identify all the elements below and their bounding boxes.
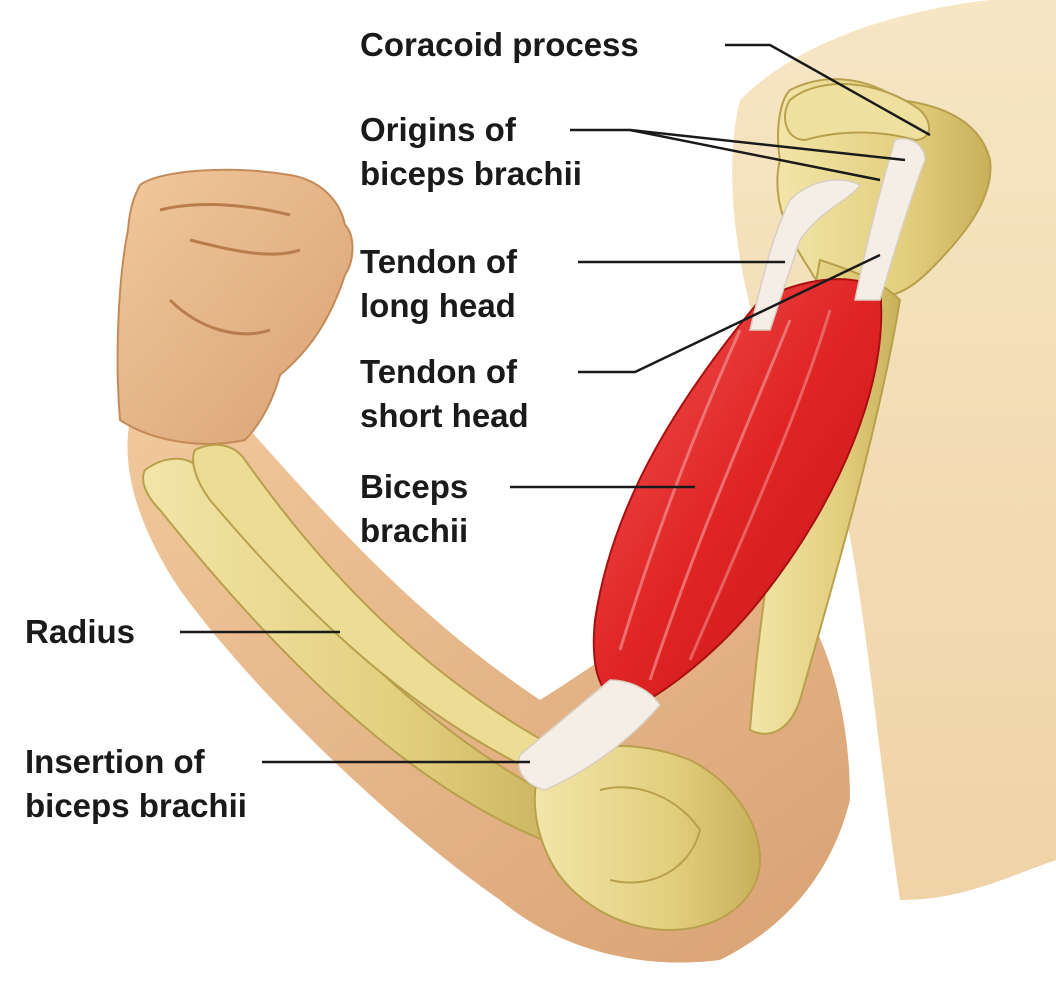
elbow-joint — [533, 745, 762, 932]
label-biceps-brachii: Biceps brachii — [360, 468, 469, 549]
label-tendon-long-head: Tendon of long head — [360, 243, 518, 324]
coracoid-bone — [784, 83, 930, 142]
label-insertion-biceps-brachii: Insertion of biceps brachii — [25, 743, 247, 824]
fist — [116, 168, 354, 445]
label-tendon-short-head: Tendon of short head — [360, 353, 529, 434]
label-radius: Radius — [25, 613, 136, 650]
label-coracoid-process: Coracoid process — [360, 26, 639, 63]
insertion-tendon — [518, 679, 661, 791]
label-origins-biceps-brachii: Origins of biceps brachii — [360, 111, 582, 192]
long-head-tendon — [749, 179, 862, 331]
leader-lines — [180, 43, 931, 764]
